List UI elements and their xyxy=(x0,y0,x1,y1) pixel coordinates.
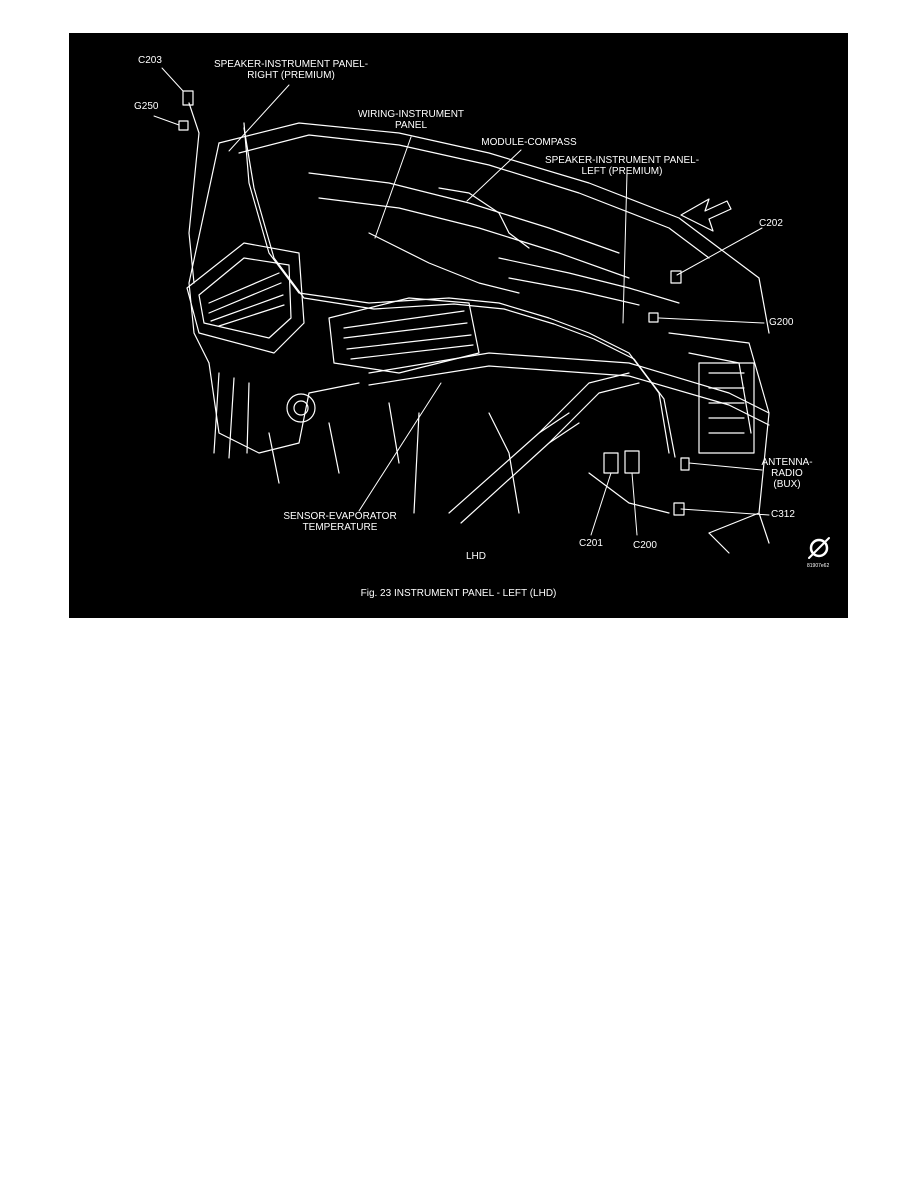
instrument-panel-illustration xyxy=(153,67,830,559)
c200-connector xyxy=(624,450,640,474)
vent-grille xyxy=(198,257,292,339)
steering-column xyxy=(448,412,580,524)
g250-ground xyxy=(178,120,189,131)
image-code: 81907e62 xyxy=(807,563,830,569)
callout-sensor-evaporator: SENSOR-EVAPORATOR TEMPERATURE xyxy=(283,511,397,533)
callout-speaker-right: SPEAKER-INSTRUMENT PANEL- RIGHT (PREMIUM… xyxy=(213,59,369,81)
c203-connector xyxy=(182,90,194,106)
gear-icon xyxy=(809,538,829,558)
blower-motor xyxy=(286,393,316,423)
callout-c312: C312 xyxy=(771,509,795,520)
callout-c201: C201 xyxy=(579,538,603,549)
callout-c202: C202 xyxy=(759,218,783,229)
fwd-arrow xyxy=(680,198,732,232)
callout-speaker-left: SPEAKER-INSTRUMENT PANEL- LEFT (PREMIUM) xyxy=(544,155,700,177)
callout-c200: C200 xyxy=(633,540,657,551)
callout-module-compass: MODULE-COMPASS xyxy=(481,137,577,148)
side-label: LHD xyxy=(466,551,487,562)
callout-wiring-instrument-panel: WIRING-INSTRUMENT PANEL xyxy=(357,109,465,131)
lower-housing xyxy=(208,362,360,454)
antenna-connector xyxy=(680,457,690,471)
dash-body-left xyxy=(188,142,220,364)
instrument-panel-figure: C203 SPEAKER-INSTRUMENT PANEL- RIGHT (PR… xyxy=(69,33,848,618)
callout-g250: G250 xyxy=(134,101,159,112)
c201-connector xyxy=(603,452,619,474)
hvac-housing xyxy=(186,242,305,354)
callout-antenna-radio: ANTENNA- RADIO (BUX) xyxy=(761,457,813,490)
c202-connector xyxy=(670,270,682,284)
callout-g200: G200 xyxy=(769,317,794,328)
cross-car-beam xyxy=(368,352,770,414)
dash-top-inner xyxy=(238,134,710,259)
dash-top-outline xyxy=(218,122,770,334)
g200-ground xyxy=(648,312,659,323)
callout-c203: C203 xyxy=(138,55,162,66)
center-vent xyxy=(328,297,480,374)
figure-caption: Fig. 23 INSTRUMENT PANEL - LEFT (LHD) xyxy=(360,588,557,599)
